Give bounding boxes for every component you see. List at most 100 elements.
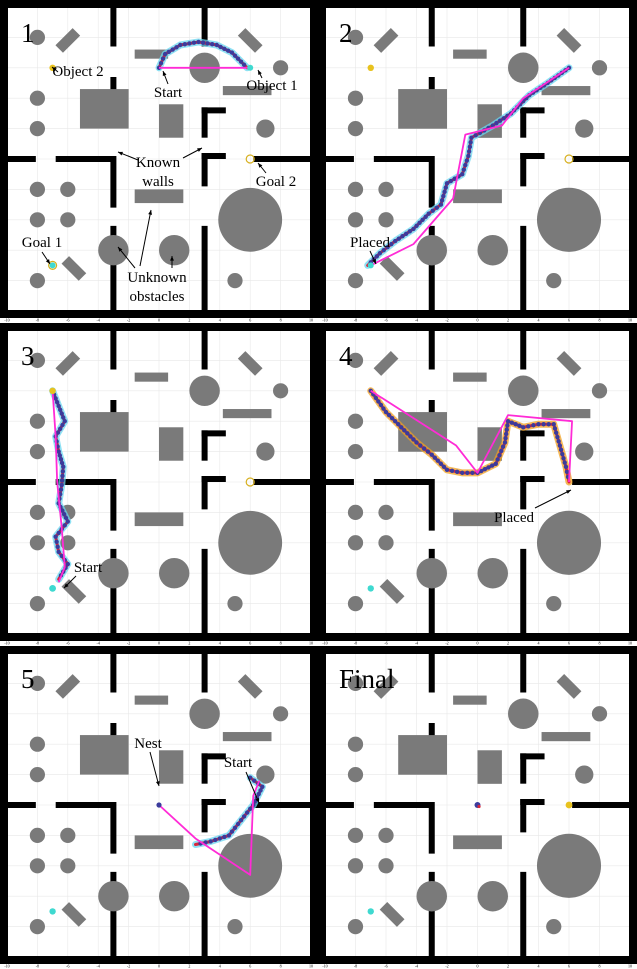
x-tick-label: 4 [538, 964, 540, 969]
unknown-obstacle [347, 827, 364, 844]
x-tick-label: 6 [249, 641, 251, 646]
unknown-obstacle [541, 409, 591, 419]
unknown-obstacle [398, 89, 447, 129]
unknown-obstacle [134, 835, 184, 850]
y-tick-label: 10 [319, 651, 323, 655]
x-tick-label: 4 [219, 641, 221, 646]
y-tick-label: 0 [1, 480, 3, 484]
robot-pose-icon [196, 39, 201, 45]
robot-pose-icon [499, 448, 504, 454]
unknown-obstacle [347, 212, 364, 228]
robot-pose-icon [396, 422, 401, 427]
unknown-obstacle [378, 212, 394, 228]
robot-pose-icon [178, 42, 183, 48]
robot-pose-icon [61, 512, 67, 517]
unknown-obstacle [347, 413, 364, 429]
robot-pose-icon [517, 423, 522, 428]
robot-pose-icon [477, 804, 481, 809]
unknown-obstacle [159, 750, 184, 784]
unknown-obstacle [347, 29, 364, 46]
robot-pose-icon [503, 436, 508, 441]
x-tick-label: 4 [538, 318, 540, 323]
x-tick-label: -10 [322, 318, 327, 323]
robot-pose-icon [452, 176, 457, 181]
annotation-unknown-obstacles: obstacles [130, 289, 185, 305]
x-tick-label: -2 [127, 964, 130, 969]
robot-pose-icon [466, 153, 471, 159]
unknown-obstacle [398, 735, 447, 775]
robot-pose-icon [405, 431, 410, 436]
robot-pose-icon [58, 487, 64, 492]
x-tick-label: 4 [219, 318, 221, 323]
robot-pose-icon [389, 415, 395, 421]
robot-pose-icon [60, 508, 65, 513]
x-tick-label: 2 [188, 318, 190, 323]
robot-pose-icon [63, 515, 69, 521]
unknown-obstacle [536, 510, 602, 575]
y-tick-label: 2 [1, 127, 3, 131]
unknown-obstacle [379, 902, 405, 927]
y-tick-label: -6 [1, 249, 4, 253]
robot-pose-icon [399, 425, 404, 430]
robot-pose-icon [381, 406, 386, 411]
unknown-obstacle [541, 732, 591, 742]
x-tick-label: -6 [66, 964, 69, 969]
robot-pose-icon [403, 231, 409, 236]
robot-pose-icon [56, 403, 61, 409]
x-tick-label: -4 [97, 964, 100, 969]
robot-pose-icon [258, 788, 263, 793]
unknown-obstacle [546, 272, 562, 289]
y-tick-label: -2 [319, 834, 322, 838]
x-tick-label: 0 [158, 318, 160, 323]
y-tick-label: 2 [319, 127, 321, 131]
x-tick-label: -4 [97, 641, 100, 646]
robot-pose-icon [438, 461, 444, 466]
y-tick-label: -6 [319, 249, 322, 253]
y-tick-label: 2 [319, 450, 321, 454]
y-tick-label: 6 [1, 389, 3, 393]
y-tick-label: 6 [319, 712, 321, 716]
y-tick-label: 2 [1, 450, 3, 454]
unknown-obstacle [218, 510, 283, 575]
y-tick-label: -2 [319, 188, 322, 192]
x-tick-label: 10 [309, 318, 313, 323]
unknown-obstacle [61, 256, 87, 281]
annotation-arrow-head [64, 583, 69, 588]
y-tick-label: 0 [319, 157, 321, 161]
unknown-obstacle [347, 766, 364, 783]
annotation-arrow-head [197, 148, 202, 152]
robot-pose-icon [53, 396, 58, 401]
x-tick-label: -2 [127, 641, 130, 646]
robot-pose-icon [411, 437, 416, 442]
unknown-obstacle [546, 595, 562, 612]
robot-pose-icon [557, 443, 563, 448]
y-tick-label: 6 [319, 66, 321, 70]
x-tick-label: 2 [188, 964, 190, 969]
robot-pose-icon [55, 430, 61, 435]
robot-pose-icon [464, 158, 470, 163]
object-marker-icon [49, 387, 56, 394]
annotation-arrow [245, 771, 260, 804]
robot-pose-icon [392, 238, 398, 244]
planned-path [51, 390, 66, 583]
annotation-arrow-head [118, 151, 123, 156]
robot-pose-icon [229, 50, 235, 55]
unknown-obstacle [189, 698, 220, 729]
annotation-object-2: Object 2 [52, 64, 103, 80]
robot-pose-icon [553, 430, 559, 435]
annotation-arrow-head [45, 259, 50, 264]
unknown-obstacle [378, 504, 394, 521]
unknown-obstacle [347, 352, 364, 369]
robot-pose-icon [213, 837, 218, 843]
robot-pose-icon [402, 428, 407, 433]
robot-pose-icon [429, 452, 434, 457]
unknown-obstacle [159, 881, 190, 912]
robot-pose-icon [166, 49, 172, 55]
y-tick-label: -6 [1, 895, 4, 899]
robot-pose-icon [373, 395, 379, 401]
robot-pose-icon [182, 42, 188, 47]
unknown-obstacle [29, 535, 45, 551]
robot-pose-icon [441, 193, 446, 199]
unknown-obstacle [591, 60, 608, 76]
unknown-obstacle [347, 595, 364, 612]
